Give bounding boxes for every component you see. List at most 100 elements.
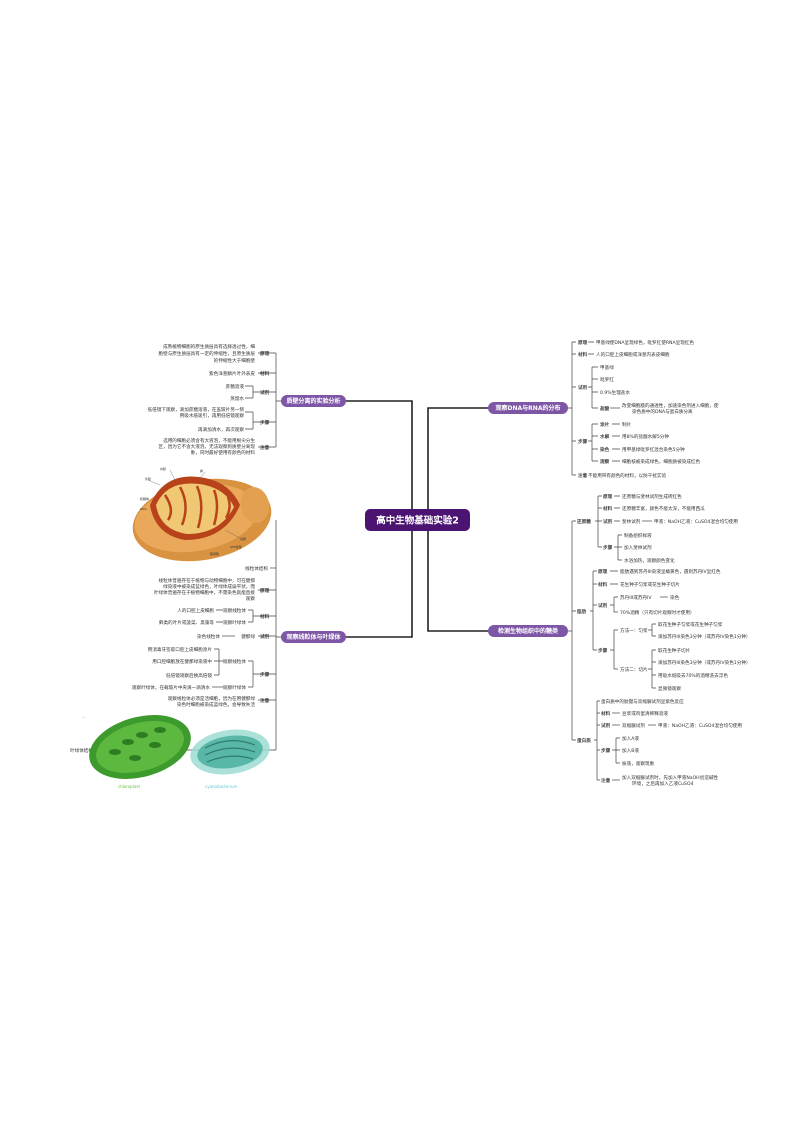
rt-note-text: 不能用带有颜色的材料，以防干扰实验 xyxy=(588,472,667,479)
branch-sugar-detect-title: 检测生物组织中的糖类 xyxy=(498,627,559,635)
rt-principle-text: 甲基绿使DNA呈现绿色，吡罗红使RNA呈现红色 xyxy=(596,339,694,346)
lt-reagent-label: 试剂 xyxy=(260,389,270,396)
fat-method2-step: 取花生种子切片 xyxy=(658,647,691,654)
lb-mito-caption: 线粒体结构 xyxy=(245,565,268,572)
chloroplast-illustration: chloroplast — xyxy=(82,715,191,789)
lb-reagent-text: 染色线粒体 xyxy=(197,633,220,640)
protein-note-line: 环境，之后再加入乙液CuSO4 xyxy=(632,780,694,787)
lt-material-label: 材料 xyxy=(259,370,270,377)
lb-steps-chloro-target: 观察叶绿体 xyxy=(223,684,246,691)
rt-step-val: 用8%的盐酸水解5分钟 xyxy=(622,433,669,440)
mito-label: 基质 xyxy=(240,536,246,541)
sugar-reagent-label: 试剂 xyxy=(603,518,613,525)
dna-rna-tree: 原理 材料 试剂 步骤 注意 甲基绿使DNA呈现绿色，吡罗红使RNA呈现红色 人… xyxy=(568,339,719,479)
sugar-reagent-text: 甲液：NaOH乙液：CuSO4混合均匀使用 xyxy=(654,518,738,525)
lb-material-label: 材料 xyxy=(259,613,270,620)
lb-material-text: 人的口腔上皮细胞 xyxy=(177,607,214,614)
lt-note-line: 象，同时最好使用有颜色的材料 xyxy=(191,449,256,456)
fat-principle-label: 原理 xyxy=(598,568,608,575)
branch-mito-chloro-title: 观察线粒体与叶绿体 xyxy=(286,633,341,641)
rt-step-val: 制片 xyxy=(622,421,632,428)
mitochondrion-illustration: 外膜 内膜 嵴 基质 核糖体 DNA ATP合酶 膜间隙 xyxy=(132,466,272,562)
protein-step: 加入A液 xyxy=(622,735,639,742)
protein-material-label: 材料 xyxy=(600,710,611,717)
lb-note-line: 观察线粒体必须是活细胞，因为在用健那绿 xyxy=(168,695,256,702)
lt-principle-label: 原理 xyxy=(260,350,270,357)
lb-steps-mito: 用口腔细胞放在健那绿染液中 xyxy=(152,658,212,665)
chloroplast-label: chloroplast xyxy=(118,784,140,789)
lb-steps-label: 步骤 xyxy=(260,671,270,678)
lt-principle-line: 的伸缩性大于细胞壁 xyxy=(214,357,256,364)
plasmolysis-tree: 原理 材料 试剂 步骤 注意 成熟植物细胞的原生质层具有选择透过性，细 胞壁与原… xyxy=(148,343,281,456)
rt-reagent-item: 甲基绿 xyxy=(600,364,614,371)
protein-step: 加入B液 xyxy=(622,747,639,754)
mito-label: 核糖体 xyxy=(140,496,149,501)
protein-note-label: 注意 xyxy=(601,777,611,784)
lt-material-text: 紫色洋葱鳞片叶外表皮 xyxy=(209,370,255,377)
rt-reagent-label: 试剂 xyxy=(578,384,588,391)
sugar-material-label: 材料 xyxy=(602,505,613,512)
fat-method2-step: 显微镜观察 xyxy=(658,685,681,692)
rt-hcl-label: 盐酸 xyxy=(600,405,610,412)
protein-reagent-text: 甲液：NaOH乙液：CuSO4混合均匀使用 xyxy=(658,722,742,729)
lb-steps-mito: 低倍镜观察后换高倍镜 xyxy=(166,672,212,679)
cyanobacterium-label: cyanobacterium xyxy=(205,784,238,789)
sugar-step: 水浴加热，观察颜色变化 xyxy=(624,557,675,564)
mito-label: 内膜 xyxy=(160,466,166,471)
rt-hcl-line: 改变细胞膜的通透性，加速染色剂进入细胞，使 xyxy=(622,402,719,409)
rt-material-label: 材料 xyxy=(577,351,588,358)
sugar-steps-label: 步骤 xyxy=(603,544,613,551)
sugar-principle-text: 还原糖与斐林试剂生成砖红色 xyxy=(622,493,682,500)
lt-steps-label: 步骤 xyxy=(260,419,270,426)
lb-material-target: 观察线粒体 xyxy=(223,607,246,614)
fat-method2-label: 方法二：切片 xyxy=(620,666,648,673)
mito-label: 外膜 xyxy=(145,476,151,481)
protein-reagent-label: 试剂 xyxy=(601,722,611,729)
mito-label: ATP合酶 xyxy=(230,544,241,549)
lb-steps-chloro-text: 观察叶绿体，在载玻片中央滴一滴清水 xyxy=(132,684,211,691)
protein-principle-text: 蛋白质中的肽键与双缩脲试剂呈紫色反应 xyxy=(601,698,684,705)
center-node[interactable]: 高中生物基础实验2 xyxy=(365,509,470,531)
fat-material-text: 花生种子匀浆或花生种子切片 xyxy=(620,581,680,588)
rt-principle-label: 原理 xyxy=(578,339,588,346)
protein-steps-label: 步骤 xyxy=(601,747,611,754)
lt-step-line: 用吸水纸吸引，再用低倍镜观察 xyxy=(180,412,245,419)
fat-reagent-target: 染色 xyxy=(670,594,680,601)
lb-steps-mito-target: 观察线粒体 xyxy=(223,658,246,665)
lb-principle-line: 叶绿体普遍存在于植物细胞中，不需染色就能直接 xyxy=(154,589,255,596)
rt-steps-label: 步骤 xyxy=(578,438,588,445)
lb-principle-line: 观察 xyxy=(246,595,256,602)
mito-label: 嵴 xyxy=(200,468,203,473)
branch-sugar-detect[interactable]: 检测生物组织中的糖类 xyxy=(488,625,568,637)
protein-label: 蛋白质 xyxy=(577,737,591,744)
protein-reagent-name: 双缩脲试剂 xyxy=(622,722,645,729)
fat-method1-step: 滴加苏丹III染色3分钟（或苏丹IV染色1分钟） xyxy=(658,633,751,640)
rt-step-key: 水解 xyxy=(600,433,610,440)
lb-material-target: 观察叶绿体 xyxy=(223,619,246,626)
lt-step-line: 再滴加清水，再次观察 xyxy=(198,426,244,433)
sugar-step: 加入斐林试剂 xyxy=(624,544,652,551)
lt-reagent-item: 蒸馏水 xyxy=(230,395,244,402)
fat-method1-step: 取花生种子匀浆或花生种子匀浆 xyxy=(658,621,723,628)
rt-step-key: 涂片 xyxy=(600,421,610,428)
fat-principle-text: 脂肪遇到苏丹III染液呈橘黄色，遇到苏丹IV呈红色 xyxy=(620,568,721,575)
lb-note-line: 染色时细胞被染成蓝绿色，会导致失活 xyxy=(177,701,256,708)
chloro-callout: — xyxy=(82,715,85,719)
fat-reagent-label: 试剂 xyxy=(598,602,608,609)
lb-reagent-label: 试剂 xyxy=(260,633,270,640)
protein-material-text: 豆浆或鸡蛋清稀释溶液 xyxy=(622,710,668,717)
lt-step-line: 低倍镜下观察，滴加蔗糖溶液，在盖玻片另一侧 xyxy=(148,406,245,413)
fat-label: 脂肪 xyxy=(576,608,587,615)
branch-mito-chloro[interactable]: 观察线粒体与叶绿体 xyxy=(281,631,346,643)
lb-note-label: 注意 xyxy=(260,697,270,704)
branch-dna-rna[interactable]: 观察DNA与RNA的分布 xyxy=(488,402,568,414)
sugar-material-text: 还原糖丰富，颜色不能太深，不能用西瓜 xyxy=(622,505,705,512)
lb-principle-line: 线粒体普遍存在于植物与动物细胞中，可在健那 xyxy=(159,577,256,584)
mito-chloro-tree: 线粒体结构 原理 材料 试剂 步骤 注意 线粒体普遍存在于植物与动物细胞中，可在… xyxy=(70,520,281,754)
sugar-principle-label: 原理 xyxy=(603,493,613,500)
rt-step-val: 用甲基绿吡罗红混合染色5分钟 xyxy=(622,446,685,453)
rt-step-key: 染色 xyxy=(600,446,610,453)
lt-note-label: 注意 xyxy=(260,444,270,451)
branch-plasmolysis[interactable]: 质壁分离的实验分析 xyxy=(281,395,346,407)
